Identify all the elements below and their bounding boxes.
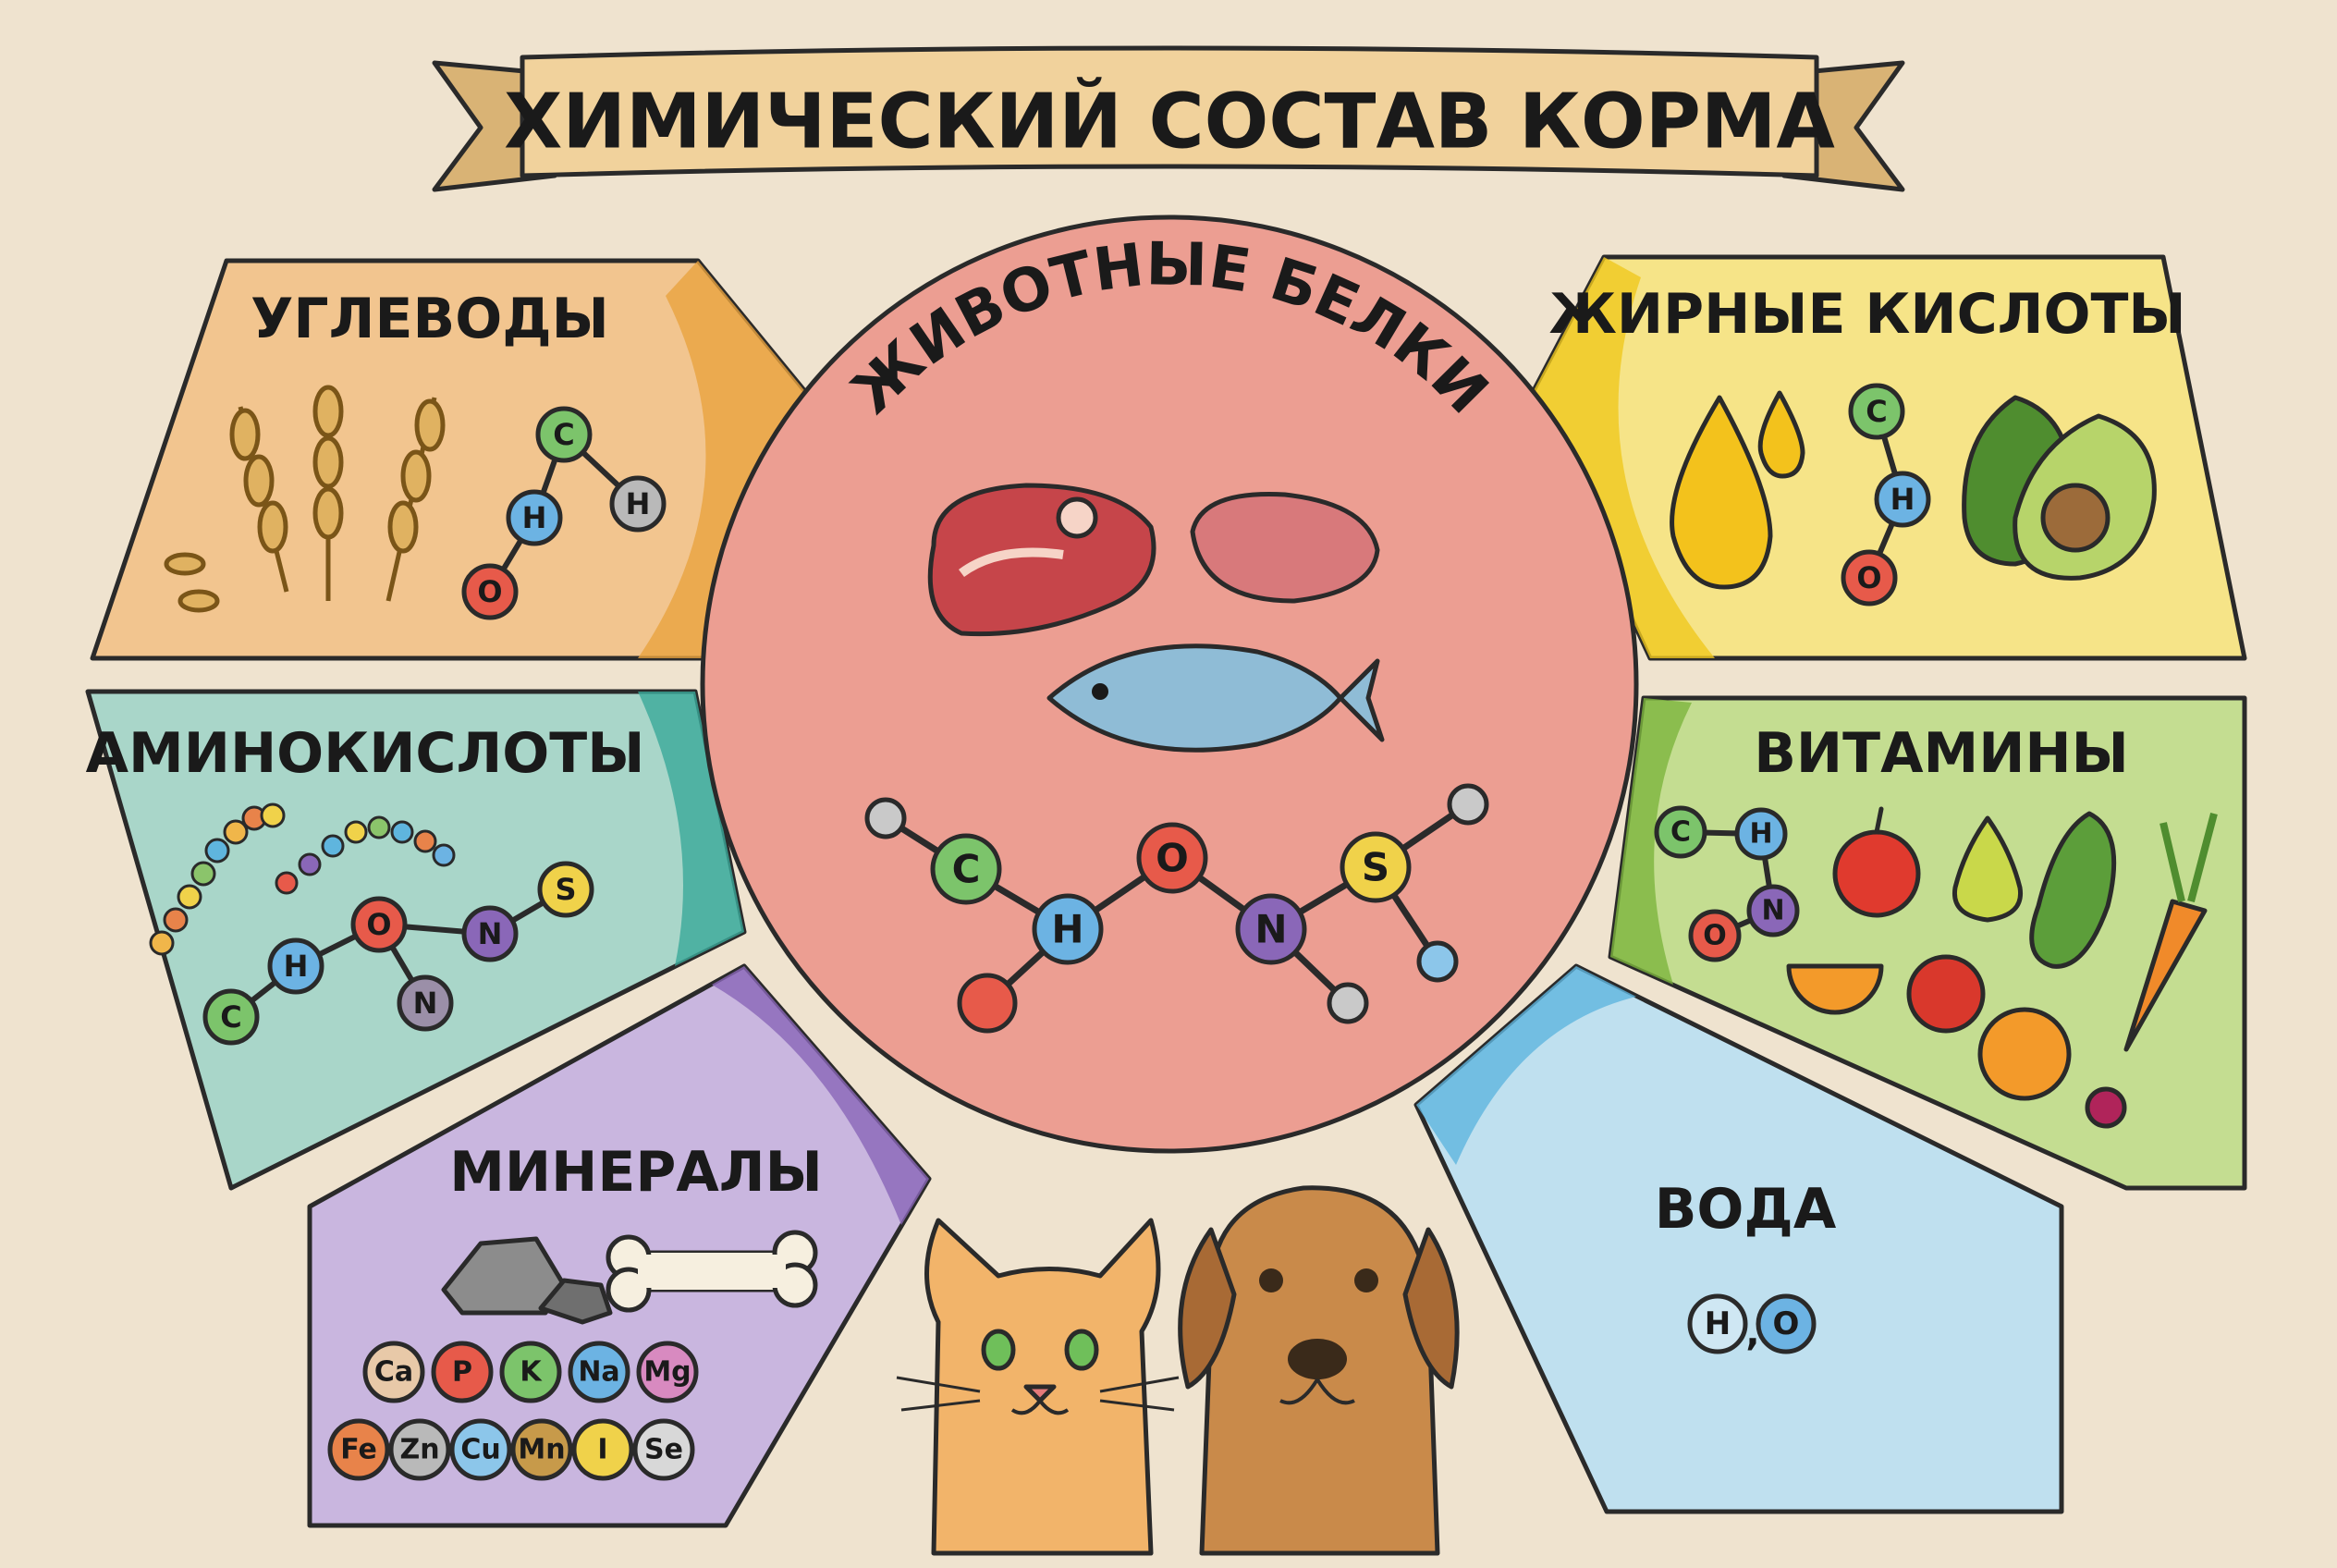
cat-icon — [896, 1218, 1180, 1556]
element-symbol: Fe — [340, 1434, 377, 1466]
fish-icon — [1046, 643, 1385, 753]
section-label-fats: ЖИРНЫЕ КИСЛОТЫ — [1548, 282, 2185, 347]
title-banner: ХИМИЧЕСКИЙ СОСТАВ КОРМА — [432, 45, 1905, 192]
element-badge-fe — [327, 1418, 390, 1481]
bone-icon — [606, 1230, 818, 1313]
molecule-fats: C H O — [1841, 383, 1931, 606]
svg-text:H: H — [626, 486, 651, 521]
tomato-icon — [1906, 954, 1986, 1034]
section-carbs: УГЛЕВОДЫ C H H O — [90, 258, 814, 661]
element-symbol: K — [520, 1356, 543, 1389]
radish-icon — [2085, 1086, 2127, 1129]
wheat-icon — [164, 385, 446, 613]
section-label-minerals: МИНЕРАЛЫ — [449, 1140, 823, 1205]
element-symbol: I — [597, 1434, 607, 1466]
molecule-amino: C H O N N S — [202, 861, 594, 1046]
section-vitamins: ВИТАМИНЫ C H N O — [1608, 695, 2247, 1191]
meat-steak-icon — [927, 483, 1380, 637]
oil-drop-icon — [1670, 390, 1805, 590]
element-badge-i — [571, 1418, 634, 1481]
molecule-carbs: C H H O — [461, 406, 667, 620]
element-badge-ca — [362, 1341, 425, 1403]
svg-text:O: O — [1856, 560, 1881, 595]
svg-text:H: H — [1749, 818, 1772, 851]
element-symbol: Se — [644, 1434, 683, 1466]
molecule-water: H , O — [1687, 1293, 1817, 1354]
svg-text:H: H — [284, 949, 309, 984]
svg-text:N: N — [413, 986, 438, 1021]
avocado-icon — [1962, 395, 2157, 581]
cucumber-icon — [2029, 811, 2117, 969]
svg-text:N: N — [1254, 907, 1287, 952]
element-badge-p — [431, 1341, 494, 1403]
pear-icon — [1952, 815, 2024, 923]
svg-text:C: C — [1670, 816, 1691, 849]
svg-text:H: H — [522, 500, 547, 535]
amino-chain-icon — [149, 802, 456, 956]
element-badge-mg — [636, 1341, 699, 1403]
section-animal-proteins: ЖИВОТНЫЕ БЕЛКИ C H O — [700, 214, 1639, 1154]
atom-c — [535, 406, 593, 463]
element-symbol: P — [452, 1356, 472, 1389]
svg-text:O: O — [366, 907, 391, 942]
svg-text:N: N — [1761, 895, 1784, 927]
svg-text:O: O — [1773, 1305, 1800, 1342]
carrot-icon — [2123, 812, 2218, 1052]
section-amino: АМИНОКИСЛОТЫ C H O N N S — [85, 689, 747, 1191]
element-badge-cu — [449, 1418, 512, 1481]
svg-text:S: S — [1362, 845, 1389, 890]
molecule-animal-proteins: C H O N S — [864, 783, 1489, 1034]
svg-text:H: H — [1051, 907, 1083, 952]
element-symbol: Mn — [518, 1434, 565, 1466]
svg-text:N: N — [478, 916, 503, 951]
apple-icon — [1832, 806, 1921, 918]
svg-text:C: C — [952, 847, 981, 892]
element-symbol: Mg — [643, 1356, 691, 1389]
element-symbol: Zn — [399, 1434, 439, 1466]
element-symbol: Na — [578, 1356, 619, 1389]
svg-text:C: C — [1866, 394, 1887, 429]
section-label-water: ВОДА — [1655, 1177, 1837, 1242]
section-label-amino: АМИНОКИСЛОТЫ — [86, 721, 645, 786]
element-symbol: Ca — [374, 1356, 413, 1389]
molecule-vitamins: C H N O — [1654, 805, 1800, 962]
svg-text:H: H — [1890, 482, 1915, 517]
element-badge-k — [499, 1341, 562, 1403]
section-label-carbs: УГЛЕВОДЫ — [251, 287, 609, 351]
svg-text:C: C — [220, 999, 241, 1035]
section-water: ВОДА H , O — [1413, 963, 2064, 1514]
svg-text:O: O — [1156, 836, 1189, 881]
element-badge-zn — [388, 1418, 451, 1481]
element-badge-mn — [510, 1418, 573, 1481]
svg-text:O: O — [477, 574, 502, 609]
element-symbol: Cu — [460, 1434, 500, 1466]
dog-icon — [1178, 1185, 1460, 1556]
section-label-vitamins: ВИТАМИНЫ — [1754, 721, 2129, 786]
stone-icon — [441, 1236, 613, 1325]
orange-icon — [1977, 1007, 2072, 1101]
atom-h — [609, 475, 667, 533]
section-fats: ЖИРНЫЕ КИСЛОТЫ C H O — [1527, 254, 2247, 661]
svg-text:H: H — [1705, 1305, 1731, 1342]
atom-h — [506, 489, 563, 546]
atom-o — [461, 563, 519, 620]
orange-slice-icon — [1786, 963, 1884, 1015]
element-badge-se — [632, 1418, 695, 1481]
svg-text:C: C — [553, 417, 574, 452]
svg-text:O: O — [1703, 920, 1727, 952]
svg-text:S: S — [555, 872, 576, 907]
page-title: ХИМИЧЕСКИЙ СОСТАВ КОРМА — [504, 78, 1835, 166]
element-badge-na — [568, 1341, 630, 1403]
